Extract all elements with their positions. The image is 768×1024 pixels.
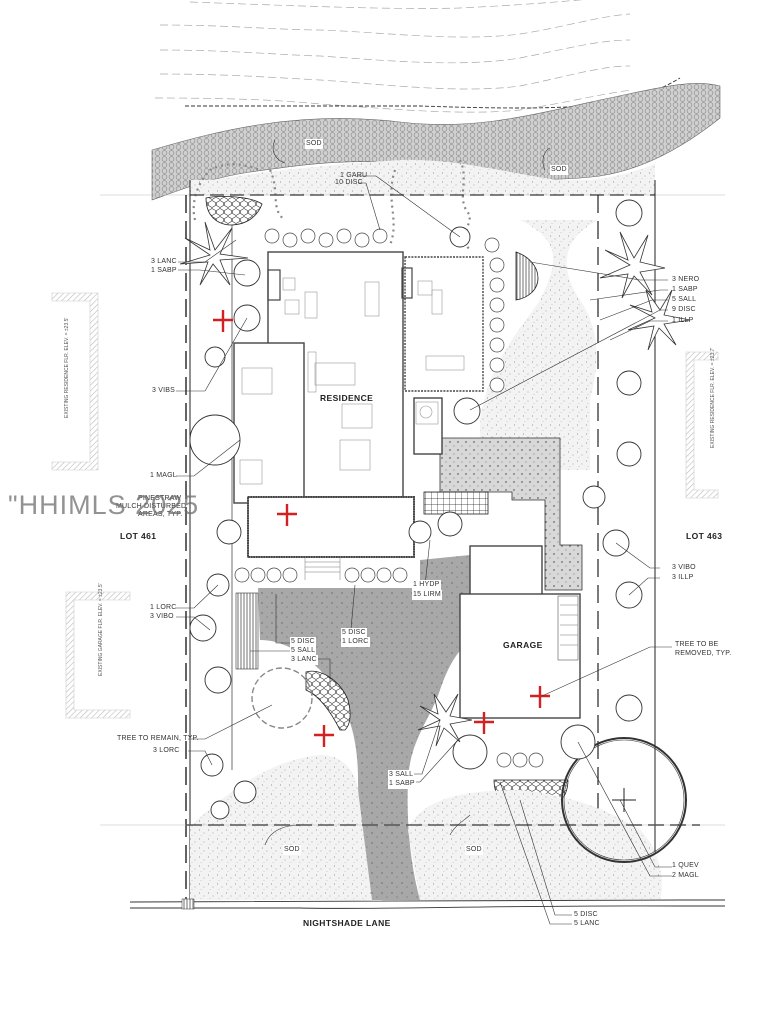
callout-nero: 3 NERO — [672, 276, 700, 283]
lot-461-label: LOT 461 — [120, 531, 157, 541]
palms — [179, 221, 691, 747]
callout-magl-left: 1 MAGL — [150, 472, 177, 479]
callout-tree-removed-1: TREE TO BE — [675, 641, 719, 648]
garage-footprint — [459, 545, 581, 719]
callout-hydp: 1 HYDP — [412, 580, 441, 590]
callout-disc-top: 10 DISC — [335, 179, 363, 186]
existing-garage-left-label: EXISTING GARAGE FLR. ELEV. = ±23.5' — [98, 583, 104, 676]
callout-sabp-left: 1 SABP — [151, 267, 177, 274]
callout-disc-bottom: 5 DISC — [574, 911, 598, 918]
callout-lorc-drive: 1 LORC — [341, 637, 370, 647]
callout-tree-remain: TREE TO REMAIN, TYP. — [117, 735, 199, 742]
callout-illp-right: 1 ILLP — [672, 317, 694, 324]
existing-garage-left — [65, 591, 131, 719]
mls-watermark: "HHIMLS 2025 — [8, 490, 200, 520]
callout-magl-right: 2 MAGL — [672, 872, 699, 879]
contour-lines — [154, 0, 633, 113]
callout-sod-top-right: SOD — [550, 165, 568, 175]
callout-sall-bottom: 3 SALL — [388, 770, 415, 780]
existing-residence-right — [685, 351, 719, 499]
callout-lorc-2: 3 LORC — [153, 747, 180, 754]
callout-disc-walk: 5 DISC — [290, 637, 316, 647]
mulch-band — [151, 83, 721, 201]
callout-sod-bottom-left: SOD — [283, 845, 301, 855]
garage-label: GARAGE — [503, 640, 543, 650]
callout-sabp-right: 1 SABP — [672, 286, 698, 293]
callout-vibo-right: 3 VIBO — [672, 564, 696, 571]
callout-lanc-bottom: 5 LANC — [574, 920, 600, 927]
cobble-bed-drive — [305, 670, 351, 731]
callout-sod-top-left: SOD — [305, 139, 323, 149]
road-name-label: NIGHTSHADE LANE — [303, 918, 391, 928]
callout-pine-straw-3: AREAS, TYP. — [138, 511, 183, 518]
cobble-bed-left — [205, 196, 263, 226]
callout-tree-removed-2: REMOVED, TYP. — [675, 650, 732, 657]
callout-sall-right: 5 SALL — [672, 296, 697, 303]
callout-sall-walk: 5 SALL — [290, 646, 317, 656]
lot-463-label: LOT 463 — [686, 531, 723, 541]
callout-sabp-bottom: 1 SABP — [388, 779, 416, 789]
residence-label: RESIDENCE — [320, 393, 374, 403]
callout-disc-drive: 5 DISC — [341, 628, 367, 638]
tree-removal-marks — [213, 310, 550, 747]
callout-sod-bottom-mid: SOD — [465, 845, 483, 855]
callout-vibo-left: 3 VIBO — [150, 613, 174, 620]
sod-right — [480, 220, 598, 470]
road-edge — [129, 899, 725, 909]
tree-to-remain-canopy — [251, 667, 313, 729]
callout-illp-lower: 3 ILLP — [672, 574, 694, 581]
trees — [189, 199, 643, 820]
existing-residence-left-label: EXISTING RESIDENCE FLR. ELEV. = ±23.5' — [64, 317, 70, 418]
callout-lanc-walk: 3 LANC — [290, 655, 318, 665]
quev-tree — [561, 737, 687, 863]
callout-quev: 1 QUEV — [672, 862, 699, 869]
callout-garu: 1 GARU — [340, 172, 368, 179]
callout-lorc-1: 1 LORC — [150, 604, 177, 611]
shrub-row — [234, 228, 544, 768]
callout-lanc-left: 3 LANC — [151, 258, 177, 265]
existing-residence-right-label: EXISTING RESIDENCE FLR. ELEV. = ±23.7' — [710, 347, 716, 448]
callout-vibs: 3 VIBS — [152, 387, 175, 394]
callout-pine-straw-2: MULCH DISTURBED — [116, 503, 187, 510]
callout-pine-straw-1: PINESTRAW — [138, 495, 182, 502]
callout-disc-right: 9 DISC — [672, 306, 696, 313]
sod-bottom — [190, 754, 372, 900]
existing-residence-left — [51, 292, 99, 471]
callout-lirm: 15 LIRM — [412, 590, 442, 600]
